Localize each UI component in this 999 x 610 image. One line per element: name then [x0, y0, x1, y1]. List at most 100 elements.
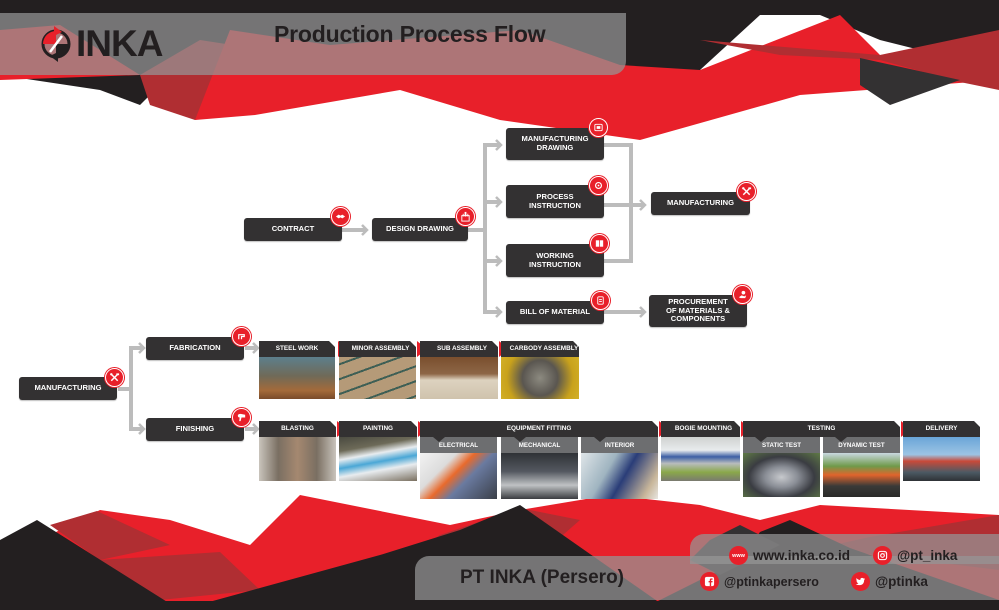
- mechanical-photo: [501, 453, 578, 499]
- top-darkred-b: [700, 30, 999, 90]
- stage-blasting: BLASTING: [259, 421, 336, 481]
- electrical-photo: [420, 453, 497, 499]
- arrowhead: [252, 423, 260, 435]
- arrowhead: [495, 196, 503, 208]
- node-label: FINISHING: [175, 424, 215, 434]
- stage-label: PAINTING: [339, 421, 417, 437]
- stage-delivery: DELIVERY: [903, 421, 980, 481]
- twitter-handle: @ptinka: [875, 574, 928, 589]
- gear-icon: [589, 176, 608, 195]
- twitter-link[interactable]: @ptinka: [851, 572, 928, 591]
- stage-bogie-mounting: BOGIE MOUNTING: [661, 421, 740, 481]
- node-finishing: FINISHING: [146, 418, 244, 441]
- facebook-link[interactable]: @ptinkapersero: [700, 572, 819, 591]
- delivery-photo: [903, 437, 980, 481]
- node-label: WORKING INSTRUCTION: [529, 250, 581, 269]
- inka-logo: INKA: [38, 24, 163, 64]
- minor-assembly-photo: [339, 357, 416, 399]
- instagram-handle: @pt_inka: [897, 548, 958, 563]
- bogie-mounting-photo: [661, 437, 740, 481]
- sub-stage-label: ELECTRICAL: [420, 437, 497, 453]
- spray-gun-icon: [232, 408, 251, 427]
- stage-label: EQUIPMENT FITTING: [420, 421, 658, 437]
- notch-icon: [514, 437, 526, 442]
- arrowhead: [138, 342, 146, 354]
- arrowhead: [639, 306, 647, 318]
- node-design-drawing: DESIGN DRAWING: [372, 218, 468, 241]
- arrowhead: [495, 306, 503, 318]
- page-title: Production Process Flow: [274, 21, 546, 47]
- node-fabrication: FABRICATION: [146, 337, 244, 360]
- node-manufacturing-top: MANUFACTURING: [651, 192, 750, 215]
- arrowhead: [495, 139, 503, 151]
- stage-steel-work: STEEL WORK: [259, 341, 335, 399]
- stage-label: SUB ASSEMBLY: [420, 341, 498, 357]
- arrowhead: [495, 255, 503, 267]
- stage-label: DELIVERY: [903, 421, 980, 437]
- node-bill-of-material: BILL OF MATERIAL: [506, 301, 604, 324]
- node-label: PROCUREMENT OF MATERIALS & COMPONENTS: [666, 296, 730, 324]
- stage-minor-assembly: MINOR ASSEMBLY: [339, 341, 416, 399]
- globe-icon: www: [729, 546, 748, 565]
- welding-icon: [232, 327, 251, 346]
- notch-icon: [433, 437, 445, 442]
- node-label: MANUFACTURING: [34, 383, 102, 393]
- tools-icon: [737, 182, 756, 201]
- blasting-photo: [259, 437, 336, 481]
- node-process-instruction: PROCESS INSTRUCTION: [506, 185, 604, 218]
- website-link[interactable]: www www.inka.co.id: [729, 546, 850, 565]
- bottom-darkred-b: [100, 552, 260, 600]
- company-name: PT INKA (Persero): [460, 567, 624, 588]
- node-label: FABRICATION: [169, 343, 221, 353]
- twitter-icon: [851, 572, 870, 591]
- bottom-darkred-a: [50, 511, 170, 560]
- stage-testing: TESTING STATIC TEST DYNAMIC TEST: [743, 421, 900, 497]
- instagram-icon: [873, 546, 892, 565]
- steel-work-photo: [259, 357, 335, 399]
- node-working-instruction: WORKING INSTRUCTION: [506, 244, 604, 277]
- stage-label: TESTING: [743, 421, 900, 437]
- inka-logo-mark-icon: [41, 26, 71, 62]
- node-manufacturing-bottom: MANUFACTURING: [19, 377, 117, 400]
- arrowhead: [252, 342, 260, 354]
- bottom-dark-left: [0, 520, 180, 610]
- node-label: CONTRACT: [271, 224, 315, 234]
- stage-label: BOGIE MOUNTING: [661, 421, 740, 437]
- node-contract: CONTRACT: [244, 218, 342, 241]
- notch-icon: [755, 437, 767, 442]
- sub-stage-label: MECHANICAL: [501, 437, 578, 453]
- handshake-icon: [331, 207, 350, 226]
- node-label: MANUFACTURING: [666, 198, 735, 208]
- node-manufacturing-drawing: MANUFACTURING DRAWING: [506, 128, 604, 160]
- blueprint-icon: [589, 118, 608, 137]
- node-label: DESIGN DRAWING: [386, 224, 454, 234]
- dynamic-test-photo: [823, 453, 900, 497]
- header-bar: [0, 13, 626, 75]
- hand-money-icon: [733, 285, 752, 304]
- interior-photo: [581, 453, 658, 499]
- stage-label: MINOR ASSEMBLY: [339, 341, 416, 357]
- sub-stage-label: INTERIOR: [581, 437, 658, 453]
- instagram-link[interactable]: @pt_inka: [873, 546, 957, 565]
- stage-label: STEEL WORK: [259, 341, 335, 357]
- sub-assembly-photo: [420, 357, 498, 399]
- static-test-photo: [743, 453, 820, 497]
- connector-mfg-branches: [129, 346, 143, 431]
- top-dark-right: [860, 58, 960, 105]
- node-label: PROCESS INSTRUCTION: [529, 191, 581, 210]
- notch-icon: [594, 437, 606, 442]
- painting-photo: [339, 437, 417, 481]
- stage-carbody-assembly: CARBODY ASSEMBLY: [501, 341, 579, 399]
- stage-sub-assembly: SUB ASSEMBLY: [420, 341, 498, 399]
- node-label: MANUFACTURING DRAWING: [521, 134, 589, 152]
- book-icon: [590, 234, 609, 253]
- footer-strip: [0, 601, 999, 610]
- website-text: www.inka.co.id: [753, 548, 851, 563]
- node-label: BILL OF MATERIAL: [519, 307, 591, 317]
- node-procurement: PROCUREMENT OF MATERIALS & COMPONENTS: [649, 295, 747, 327]
- notch-icon: [835, 437, 847, 442]
- arrowhead: [138, 423, 146, 435]
- stage-label: BLASTING: [259, 421, 336, 437]
- facebook-icon: [700, 572, 719, 591]
